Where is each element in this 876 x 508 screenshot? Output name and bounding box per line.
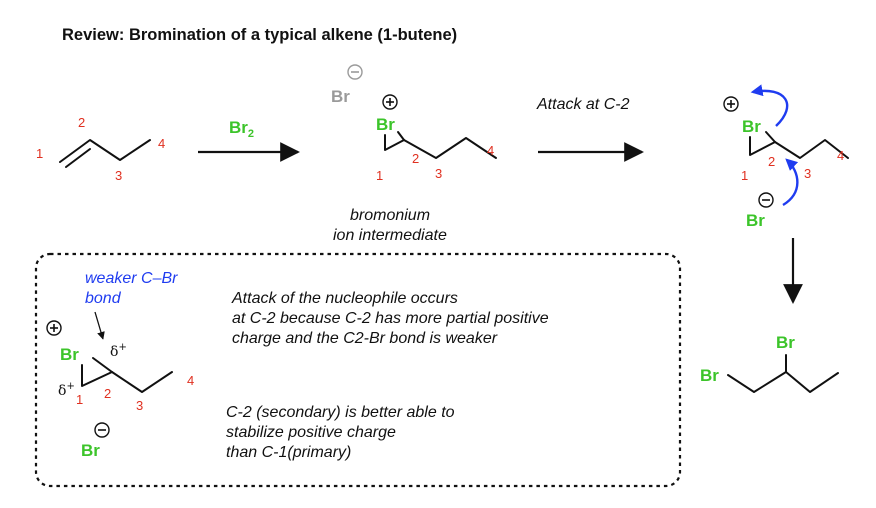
attack-br: Br [742,117,761,136]
positive-charge-icon [723,96,739,112]
negative-charge-icon [758,192,774,208]
partial-charge-c2: δ+ [110,342,127,360]
explanation-line3: charge and the C2-Br bond is weaker [232,330,498,347]
bromonium-br: Br [376,115,395,134]
stability-line3: than C-1(primary) [226,444,351,461]
page-title: Review: Bromination of a typical alkene … [62,26,457,44]
butene-chain [59,139,151,163]
carbon-number-3: 3 [136,398,143,413]
box-chain [111,371,173,393]
attack-chain [774,139,849,159]
negative-charge-icon [347,64,363,80]
positive-charge-icon [46,320,62,336]
reagent-bromine: Br2 [229,118,254,140]
pointer-arrow [94,311,105,340]
box-br: Br [60,345,79,364]
bromonium-caption-line1: bromonium [350,207,430,224]
butene-molecule: 1 2 3 4 [36,115,165,183]
partial-charge-c1: δ+ [58,381,75,399]
product-chain [727,371,839,393]
carbon-number-1: 1 [36,146,43,161]
explanation-line2: at C-2 because C-2 has more partial posi… [232,310,549,327]
stability-line1: C-2 (secondary) is better able to [226,404,455,421]
bromonium-chain [403,137,497,159]
carbon-number-1: 1 [741,168,748,183]
stability-line2: stabilize positive charge [226,424,396,441]
product-br-2: Br [776,333,795,352]
carbon-number-3: 3 [115,168,122,183]
carbon-number-4: 4 [487,143,494,158]
positive-charge-icon [382,94,398,110]
bromonium-caption-line2: ion intermediate [333,227,447,244]
carbon-number-1: 1 [76,392,83,407]
carbon-number-4: 4 [837,148,844,163]
curly-arrow-icon [782,158,799,207]
weaker-bond-note-line1: weaker C–Br [85,270,178,287]
carbon-number-4: 4 [187,373,194,388]
product-br-1: Br [700,366,719,385]
box-molecule: weaker C–Br bond Br δ+ δ+ 1 2 3 4 Br [46,270,194,460]
curly-arrow-icon [750,84,789,127]
bromonium-ion: Br 1 2 3 4 [376,94,497,183]
attack-structure: Br 1 2 3 4 Br [723,84,849,230]
nucleophile-br: Br [746,211,765,230]
weaker-bond-note-line2: bond [85,290,122,307]
carbon-number-2: 2 [104,386,111,401]
bromide-faded: Br [331,64,363,106]
explanation-box [34,252,682,488]
attack-label: Attack at C-2 [536,96,630,113]
bromide-label: Br [331,87,350,106]
negative-charge-icon [94,422,110,438]
butene-double-bond [65,148,91,168]
carbon-number-3: 3 [804,166,811,181]
carbon-number-1: 1 [376,168,383,183]
carbon-number-4: 4 [158,136,165,151]
product-molecule: Br Br [700,333,839,393]
carbon-number-3: 3 [435,166,442,181]
box-nucleophile-br: Br [81,441,100,460]
carbon-number-2: 2 [412,151,419,166]
carbon-number-2: 2 [768,154,775,169]
carbon-number-2: 2 [78,115,85,130]
explanation-line1: Attack of the nucleophile occurs [231,290,458,307]
